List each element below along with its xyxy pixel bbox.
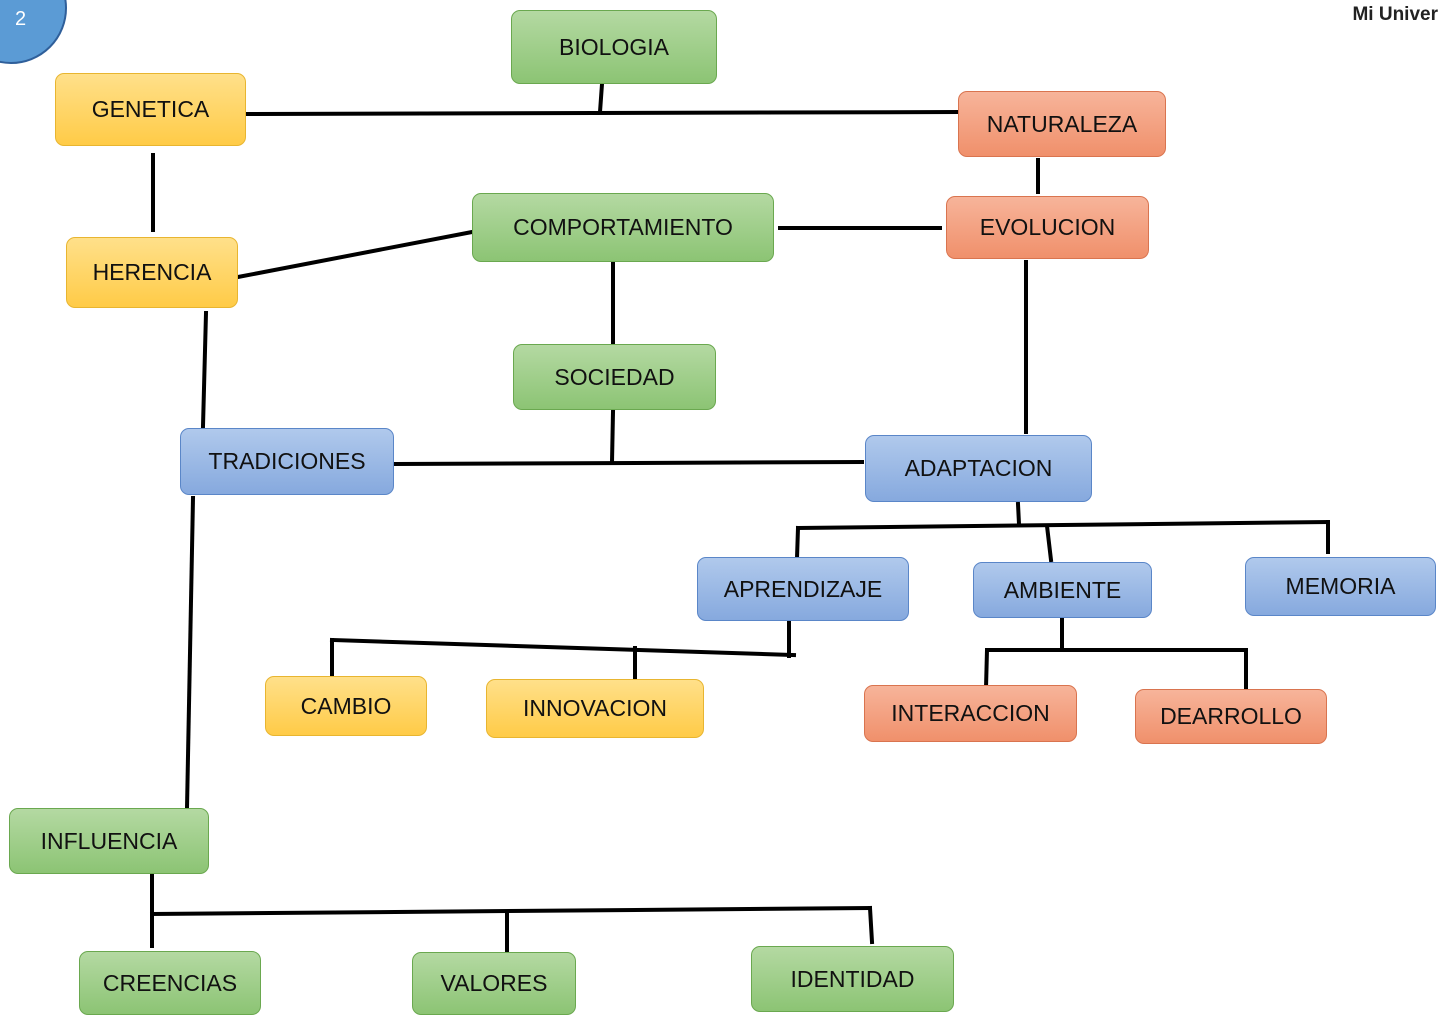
node-comportamiento: COMPORTAMIENTO: [472, 193, 774, 262]
node-ambiente: AMBIENTE: [973, 562, 1152, 618]
node-evolucion: EVOLUCION: [946, 196, 1149, 259]
node-cambio: CAMBIO: [265, 676, 427, 736]
node-genetica: GENETICA: [55, 73, 246, 146]
node-innovacion: INNOVACION: [486, 679, 704, 738]
node-adaptacion: ADAPTACION: [865, 435, 1092, 502]
node-dearrollo: DEARROLLO: [1135, 689, 1327, 744]
node-influencia: INFLUENCIA: [9, 808, 209, 874]
node-herencia: HERENCIA: [66, 237, 238, 308]
node-valores: VALORES: [412, 952, 576, 1015]
node-sociedad: SOCIEDAD: [513, 344, 716, 410]
node-biologia: BIOLOGIA: [511, 10, 717, 84]
node-creencias: CREENCIAS: [79, 951, 261, 1015]
node-naturaleza: NATURALEZA: [958, 91, 1166, 157]
node-aprendizaje: APRENDIZAJE: [697, 557, 909, 621]
node-memoria: MEMORIA: [1245, 557, 1436, 616]
node-identidad: IDENTIDAD: [751, 946, 954, 1012]
node-interaccion: INTERACCION: [864, 685, 1077, 742]
page-number: 2: [15, 8, 27, 30]
brand-logo-text: Mi Univer: [1352, 4, 1438, 25]
node-tradiciones: TRADICIONES: [180, 428, 394, 495]
